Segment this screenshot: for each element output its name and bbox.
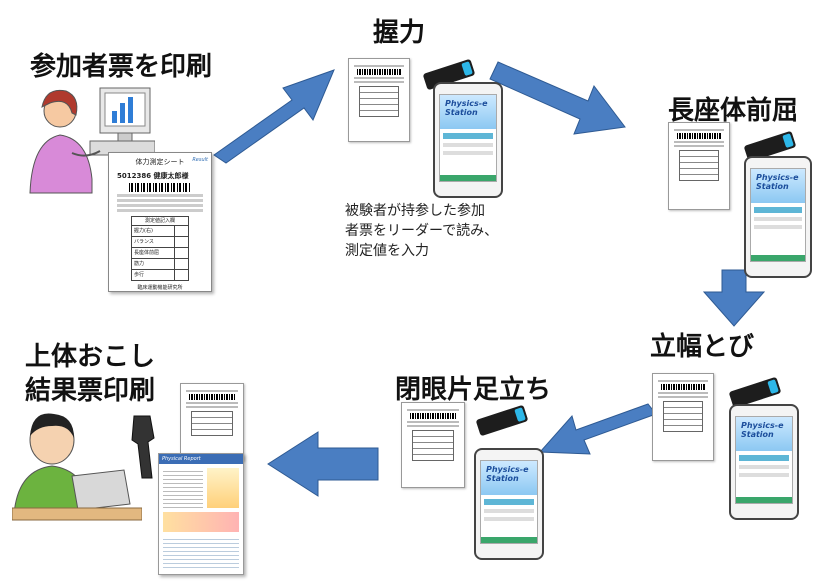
- label-result-print: 結果票印刷: [25, 376, 156, 406]
- arrow-grip-to-sitreach: [489, 61, 626, 135]
- report-details: [163, 536, 239, 568]
- barcode: [129, 183, 191, 192]
- participant-ticket-balance: [401, 402, 465, 488]
- label-sit-reach: 長座体前屈: [668, 96, 799, 126]
- label-print-ticket: 参加者票を印刷: [30, 52, 213, 82]
- report-title: Physical Report: [159, 454, 243, 464]
- note-line-3: 測定値を入力: [345, 243, 429, 259]
- result-report: Physical Report: [158, 453, 244, 575]
- sheet-footer: 臨床運動機能研究所: [137, 285, 183, 291]
- report-table: [163, 468, 203, 508]
- sheet-body-text: [117, 194, 203, 212]
- label-grip: 握力: [373, 18, 426, 48]
- participant-ticket-sitreach: [668, 122, 730, 210]
- report-graph: [163, 512, 239, 532]
- arrow-longjump-to-balance: [538, 403, 657, 455]
- result-mark: Result: [192, 157, 208, 163]
- participant-ticket-result: [180, 383, 244, 461]
- arrow-sitreach-to-longjump: [702, 269, 766, 327]
- participant-ticket-longjump: [652, 373, 714, 461]
- participant-name: 5012386 健康太郎様: [117, 172, 189, 180]
- table-row: 筋力: [132, 259, 188, 270]
- measurement-table: 測定値記入欄 握力(右) バランス 長座体前屈 筋力 歩行: [131, 216, 189, 281]
- person-with-laptop-illustration: [12, 413, 142, 521]
- report-chart: [207, 468, 239, 508]
- note-line-1: 被験者が持参した参加: [345, 203, 485, 219]
- table-row: 歩行: [132, 270, 188, 280]
- barcode-scanner-icon: [131, 415, 155, 479]
- table-row: 握力(右): [132, 226, 188, 237]
- table-row: バランス: [132, 237, 188, 248]
- person-at-computer-illustration: [29, 87, 155, 194]
- label-balance: 閉眼片足立ち: [395, 375, 552, 405]
- participant-sheet: 体力測定シート Result 5012386 健康太郎様 測定値記入欄 握力(右…: [108, 152, 212, 292]
- sheet-title: 体力測定シート: [135, 158, 185, 166]
- arrow-print-to-grip: [213, 69, 335, 164]
- instruction-note: 被験者が持参した参加 者票をリーダーで読み、 測定値を入力: [345, 201, 498, 261]
- table-header: 測定値記入欄: [132, 217, 188, 226]
- label-long-jump: 立幅とび: [650, 332, 755, 362]
- note-line-2: 者票をリーダーで読み、: [345, 223, 499, 239]
- arrow-balance-to-result: [267, 431, 379, 497]
- participant-ticket-grip: [348, 58, 410, 142]
- table-row: 長座体前屈: [132, 248, 188, 259]
- label-situp: 上体おこし: [25, 342, 156, 372]
